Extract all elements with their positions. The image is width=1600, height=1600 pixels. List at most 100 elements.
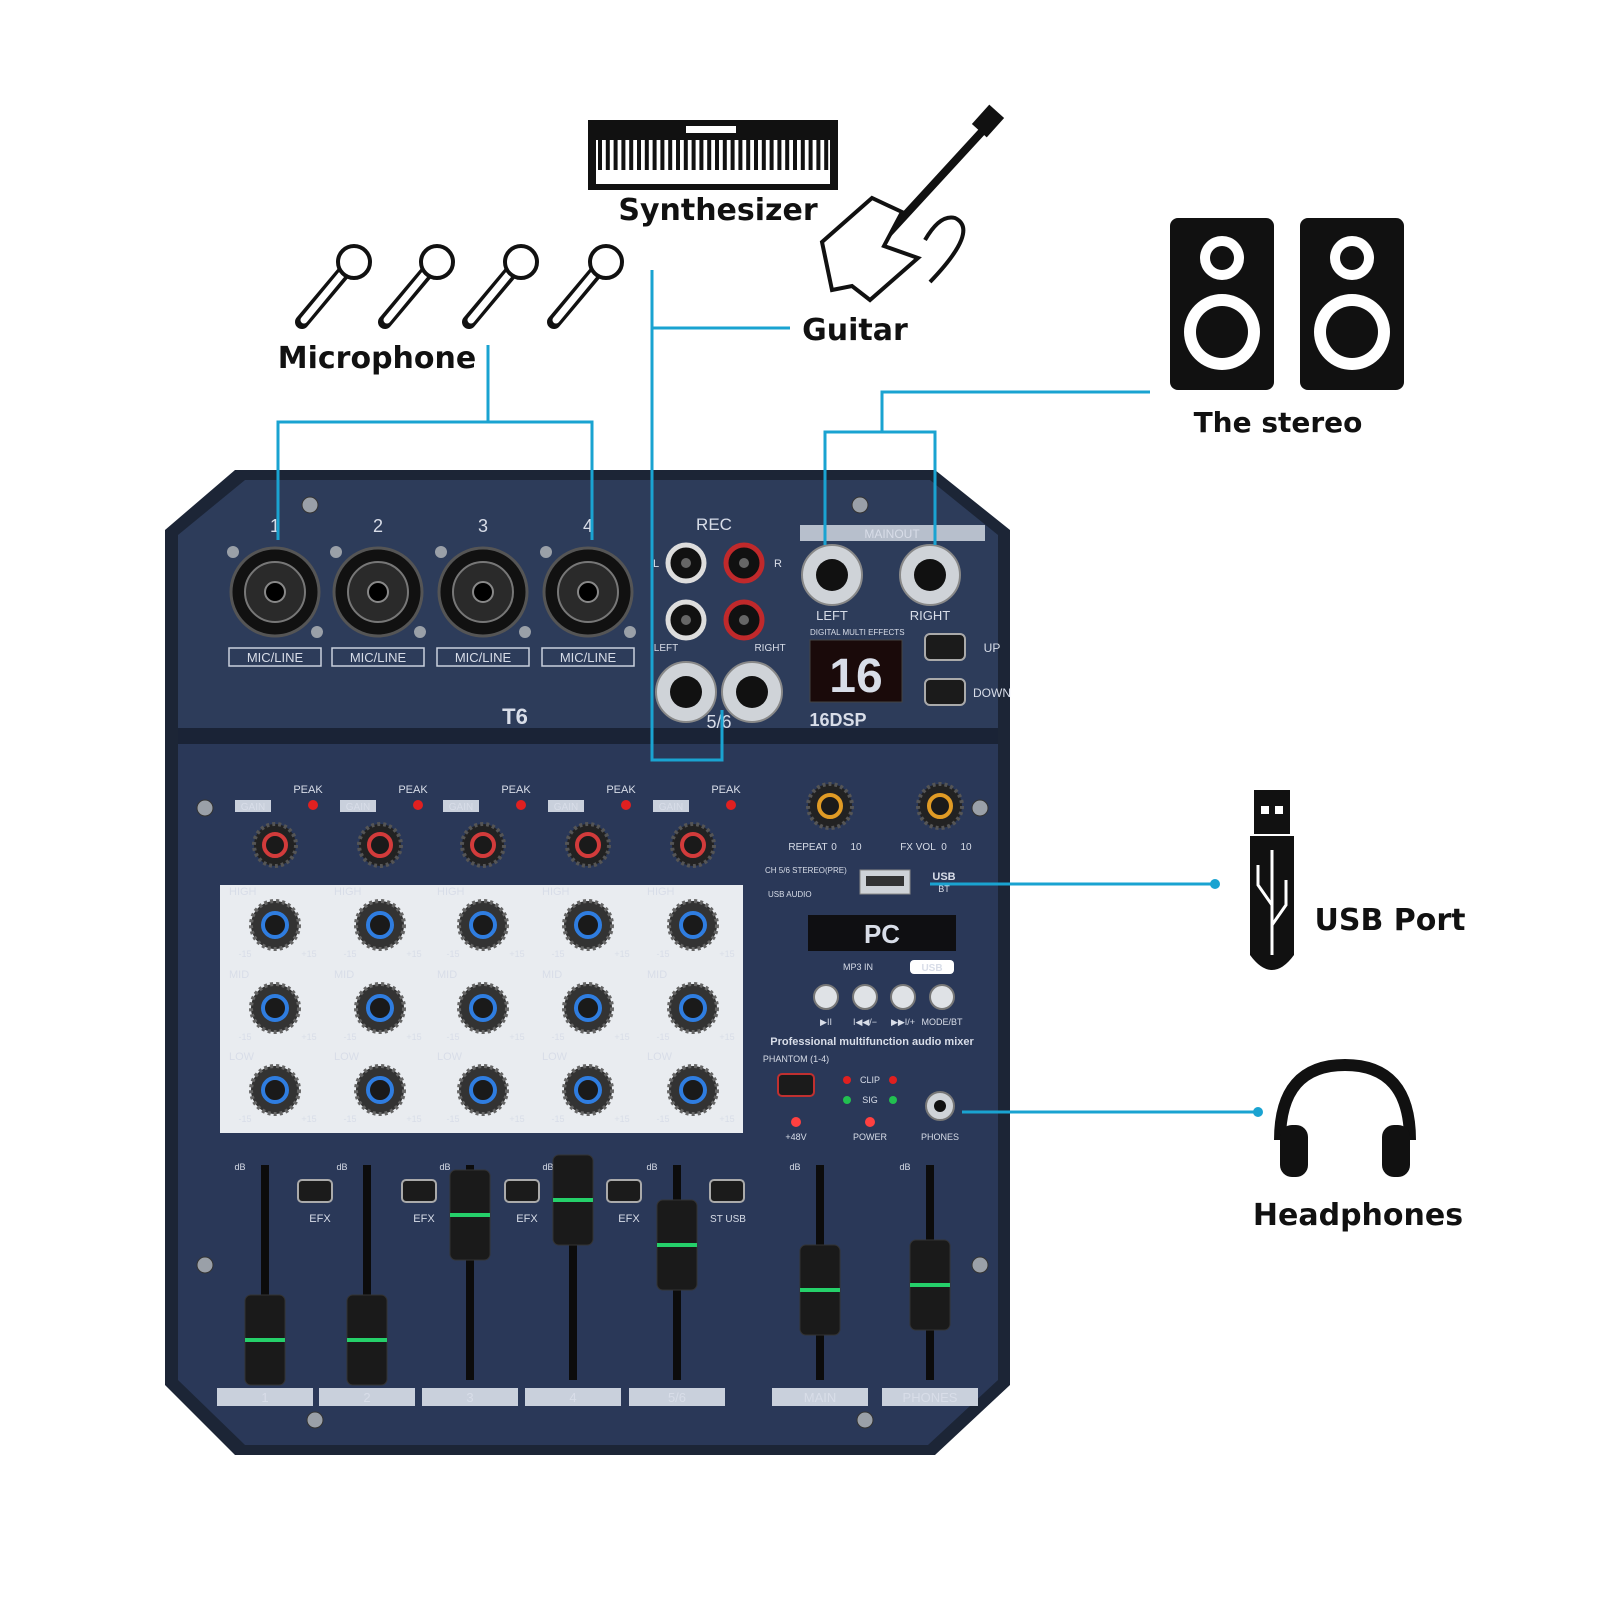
efx-label: EFX <box>413 1213 435 1225</box>
efx-button[interactable] <box>606 1179 642 1203</box>
eq-knob-cap <box>469 994 497 1022</box>
ch56-right-label: RIGHT <box>754 643 785 654</box>
eq-max-label: +15 <box>614 1032 629 1042</box>
power-label: POWER <box>853 1132 888 1142</box>
synth-black-key <box>660 140 665 170</box>
fader-track <box>363 1165 371 1380</box>
rec-l-label: L <box>653 558 659 570</box>
synthesizer-icon: Synthesizer <box>588 120 838 228</box>
jack-hole-icon <box>264 581 286 603</box>
fader-indicator <box>450 1213 490 1217</box>
headphones-label: Headphones <box>1253 1198 1463 1233</box>
synth-black-key <box>683 140 688 170</box>
eq-max-label: +15 <box>614 949 629 959</box>
gain-knob-cap <box>575 832 601 858</box>
mic-head <box>588 244 624 280</box>
synth-black-key <box>738 140 743 170</box>
efx-button[interactable] <box>297 1179 333 1203</box>
usb-connector-hole <box>1261 806 1269 814</box>
synth-black-key <box>730 140 735 170</box>
eq-high-label: HIGH <box>647 886 675 898</box>
synth-black-key <box>676 140 680 170</box>
usb-port-slot <box>866 876 904 886</box>
eq-low-label: LOW <box>647 1051 673 1063</box>
usb-mode-badge <box>910 960 954 974</box>
eq-min-label: -15 <box>551 949 564 959</box>
eq-low-label: LOW <box>437 1051 463 1063</box>
fader-label: 4 <box>569 1390 576 1405</box>
dsp-down-button[interactable] <box>924 678 966 706</box>
eq-max-label: +15 <box>301 1032 316 1042</box>
player-display <box>808 915 956 951</box>
player-button-4[interactable] <box>929 984 955 1010</box>
mic-channel-number: 1 <box>270 516 280 536</box>
synth-black-key <box>605 140 610 170</box>
guitar-cable <box>923 215 966 284</box>
synth-black-key <box>598 140 602 170</box>
eq-high-label: HIGH <box>437 886 465 898</box>
phantom-48v-label: +48V <box>785 1132 806 1142</box>
screw-icon <box>435 546 447 558</box>
synth-black-key <box>777 140 782 170</box>
screw-icon <box>196 1256 214 1274</box>
phantom-button[interactable] <box>777 1073 815 1097</box>
screw-icon <box>306 1411 324 1429</box>
eq-knob-cap <box>261 994 289 1022</box>
synthesizer-label: Synthesizer <box>618 193 818 228</box>
dsp-up-button[interactable] <box>924 633 966 661</box>
synth-black-key <box>816 140 821 170</box>
synth-black-key <box>761 140 766 170</box>
level-led-icon <box>889 1096 897 1104</box>
eq-min-label: -15 <box>446 1032 459 1042</box>
tagline: Professional multifunction audio mixer <box>770 1036 974 1048</box>
fx-max-label: 10 <box>850 842 862 853</box>
fader-label-box <box>525 1388 621 1406</box>
model-label: T6 <box>502 704 528 729</box>
db-label: dB <box>234 1162 245 1172</box>
eq-min-label: -15 <box>238 1032 251 1042</box>
microphone-icon <box>295 244 372 329</box>
efx-button[interactable] <box>401 1179 437 1203</box>
st-usb-button[interactable] <box>709 1179 745 1203</box>
mic-channel-number: 3 <box>478 516 488 536</box>
efx-button[interactable] <box>504 1179 540 1203</box>
jack-hole-icon <box>670 676 702 708</box>
dsp-badge: 16DSP <box>809 710 866 730</box>
guitar-label: Guitar <box>802 313 908 348</box>
player-button-2[interactable] <box>852 984 878 1010</box>
player-button-3[interactable] <box>890 984 916 1010</box>
mic-line-label: MIC/LINE <box>350 650 407 665</box>
dsp-up-label: UP <box>984 641 1001 655</box>
efx-label: EFX <box>516 1213 538 1225</box>
player-button-label: ▶▶I/+ <box>891 1017 915 1027</box>
fx-knob-cap <box>817 793 843 819</box>
gain-label-box <box>653 800 689 812</box>
db-label: dB <box>439 1162 450 1172</box>
fader-label-box <box>319 1388 415 1406</box>
fx-min-label: 0 <box>941 842 947 853</box>
usb-port-label: USB Port <box>1314 903 1465 938</box>
db-label: dB <box>336 1162 347 1172</box>
usb-mode-label: USB <box>921 963 942 974</box>
mic-line-box <box>436 647 530 667</box>
eq-min-label: -15 <box>238 949 251 959</box>
headphones-left-cup <box>1280 1125 1308 1177</box>
eq-max-label: +15 <box>301 949 316 959</box>
db-label: dB <box>789 1162 800 1172</box>
gain-knob-cap <box>680 832 706 858</box>
guitar-icon: Guitar <box>802 104 1005 348</box>
level-led-icon <box>889 1076 897 1084</box>
player-button-1[interactable] <box>813 984 839 1010</box>
peak-led-icon <box>516 800 526 810</box>
eq-max-label: +15 <box>509 1114 524 1124</box>
microphone-icon-group: Microphone <box>278 244 624 376</box>
fader-label-box <box>422 1388 518 1406</box>
eq-knob-cap <box>574 994 602 1022</box>
